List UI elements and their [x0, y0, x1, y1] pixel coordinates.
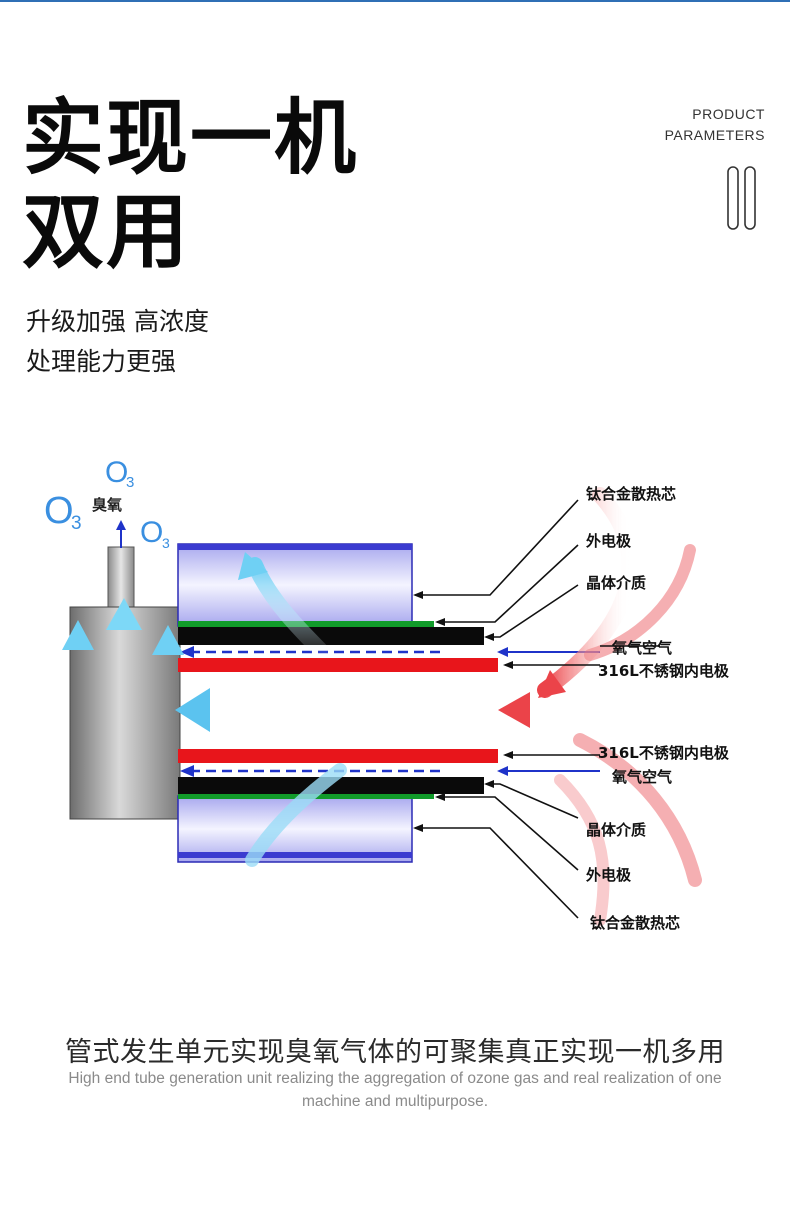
svg-text:3: 3 [126, 474, 134, 491]
gas-flow-top [180, 646, 600, 658]
label-outer-electrode-bottom: 外电极 [585, 866, 632, 884]
ozone-outlet-arrow [116, 520, 126, 548]
crystal-dielectric-top [178, 627, 484, 645]
ozone-flow-arrows [62, 552, 400, 867]
label-titanium-core-top: 钛合金散热芯 [586, 485, 676, 503]
svg-text:O: O [105, 456, 128, 489]
product-label-line-2: PARAMETERS [664, 127, 765, 143]
page-title-line-2: 双用 [22, 185, 191, 280]
label-oxygen-air-top: 氧气空气 [611, 639, 672, 657]
ozone-symbol-left: O 3 [44, 490, 82, 534]
label-inner-electrode-top: 316L不锈钢内电极 [598, 662, 730, 680]
label-crystal-dielectric-bottom: 晶体介质 [586, 821, 646, 839]
cooling-tube-body [177, 543, 413, 863]
inner-electrode-bottom [178, 749, 498, 763]
page-title-line-1: 实现一机 [22, 91, 359, 186]
page-subtitle: 升级加强 高浓度 处理能力更强 [26, 302, 209, 382]
ozone-symbol-top: O 3 [105, 456, 134, 491]
svg-text:3: 3 [71, 513, 82, 534]
ozone-symbol-right: O 3 [140, 516, 170, 551]
gas-flow-bottom [180, 765, 600, 777]
svg-text:3: 3 [162, 535, 170, 551]
label-crystal-dielectric-top: 晶体介质 [586, 574, 646, 592]
product-parameters-label: PRODUCT PARAMETERS [665, 104, 765, 146]
label-inner-electrode-bottom: 316L不锈钢内电极 [598, 744, 730, 762]
ozone-label: 臭氧 [92, 496, 122, 514]
red-airflow-arrows [498, 487, 760, 926]
svg-text:O: O [44, 490, 74, 532]
subtitle-line-2: 处理能力更强 [26, 347, 177, 376]
top-rule [0, 0, 790, 2]
label-outer-electrode-top: 外电极 [585, 532, 632, 550]
inner-electrode-top [178, 658, 498, 672]
subtitle-line-1: 升级加强 高浓度 [26, 307, 209, 336]
label-oxygen-air-bottom: 氧气空气 [611, 768, 672, 786]
product-label-line-1: PRODUCT [692, 106, 765, 122]
page-title: 实现一机 双用 [22, 92, 358, 280]
caption-english: High end tube generation unit realizing … [68, 1070, 722, 1110]
pill-decoration-icon [727, 166, 756, 230]
ozone-tube-diagram: O 3 O 3 O 3 臭氧 [0, 440, 790, 960]
caption-chinese: 管式发生单元实现臭氧气体的可聚集真正实现一机多用 [65, 1037, 725, 1068]
svg-text:O: O [140, 516, 163, 549]
label-titanium-core-bottom: 钛合金散热芯 [590, 914, 680, 932]
